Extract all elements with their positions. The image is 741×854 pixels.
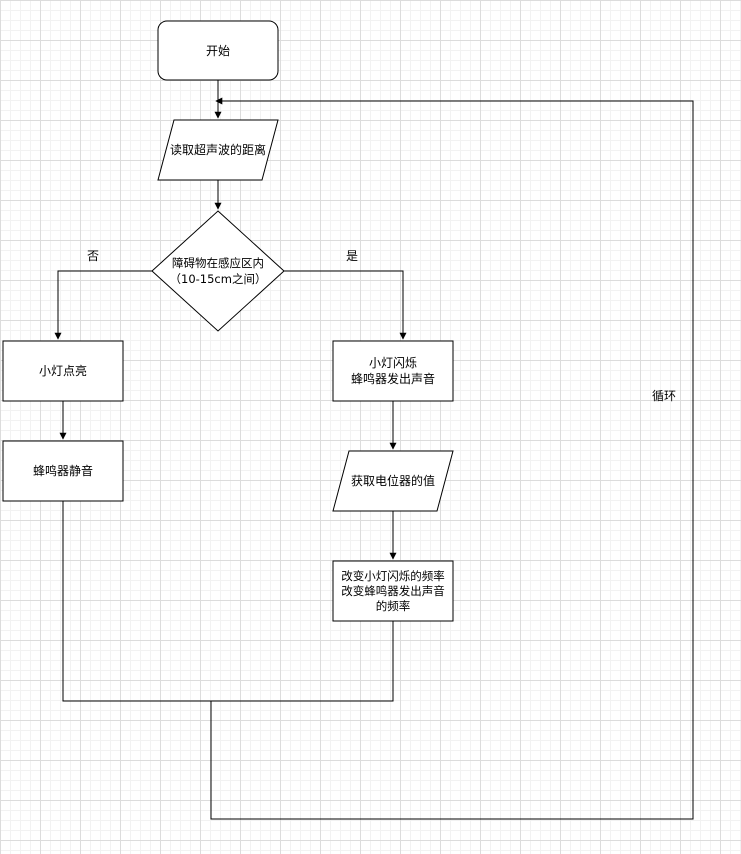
edge-merge-right (211, 621, 394, 702)
edge-decision-yes (284, 270, 407, 340)
light-blink-buzz-node-shape[interactable] (332, 340, 454, 402)
edge-loop-back (210, 97, 694, 820)
edge-label-yes: 是 (346, 249, 359, 263)
edge-label-loop: 循环 (652, 389, 677, 403)
edge-decision-no (54, 270, 152, 340)
decision-node-shape[interactable] (151, 210, 285, 332)
start-node-shape[interactable] (157, 20, 279, 81)
change-freq-node-shape[interactable] (332, 560, 454, 622)
edge-merge-left (62, 501, 211, 702)
read-ultrasonic-node-shape[interactable] (157, 119, 279, 181)
light-on-node-shape[interactable] (2, 340, 124, 402)
read-pot-node-shape[interactable] (332, 450, 454, 512)
edge-label-no: 否 (87, 249, 100, 263)
buzzer-mute-node-shape[interactable] (2, 440, 124, 502)
